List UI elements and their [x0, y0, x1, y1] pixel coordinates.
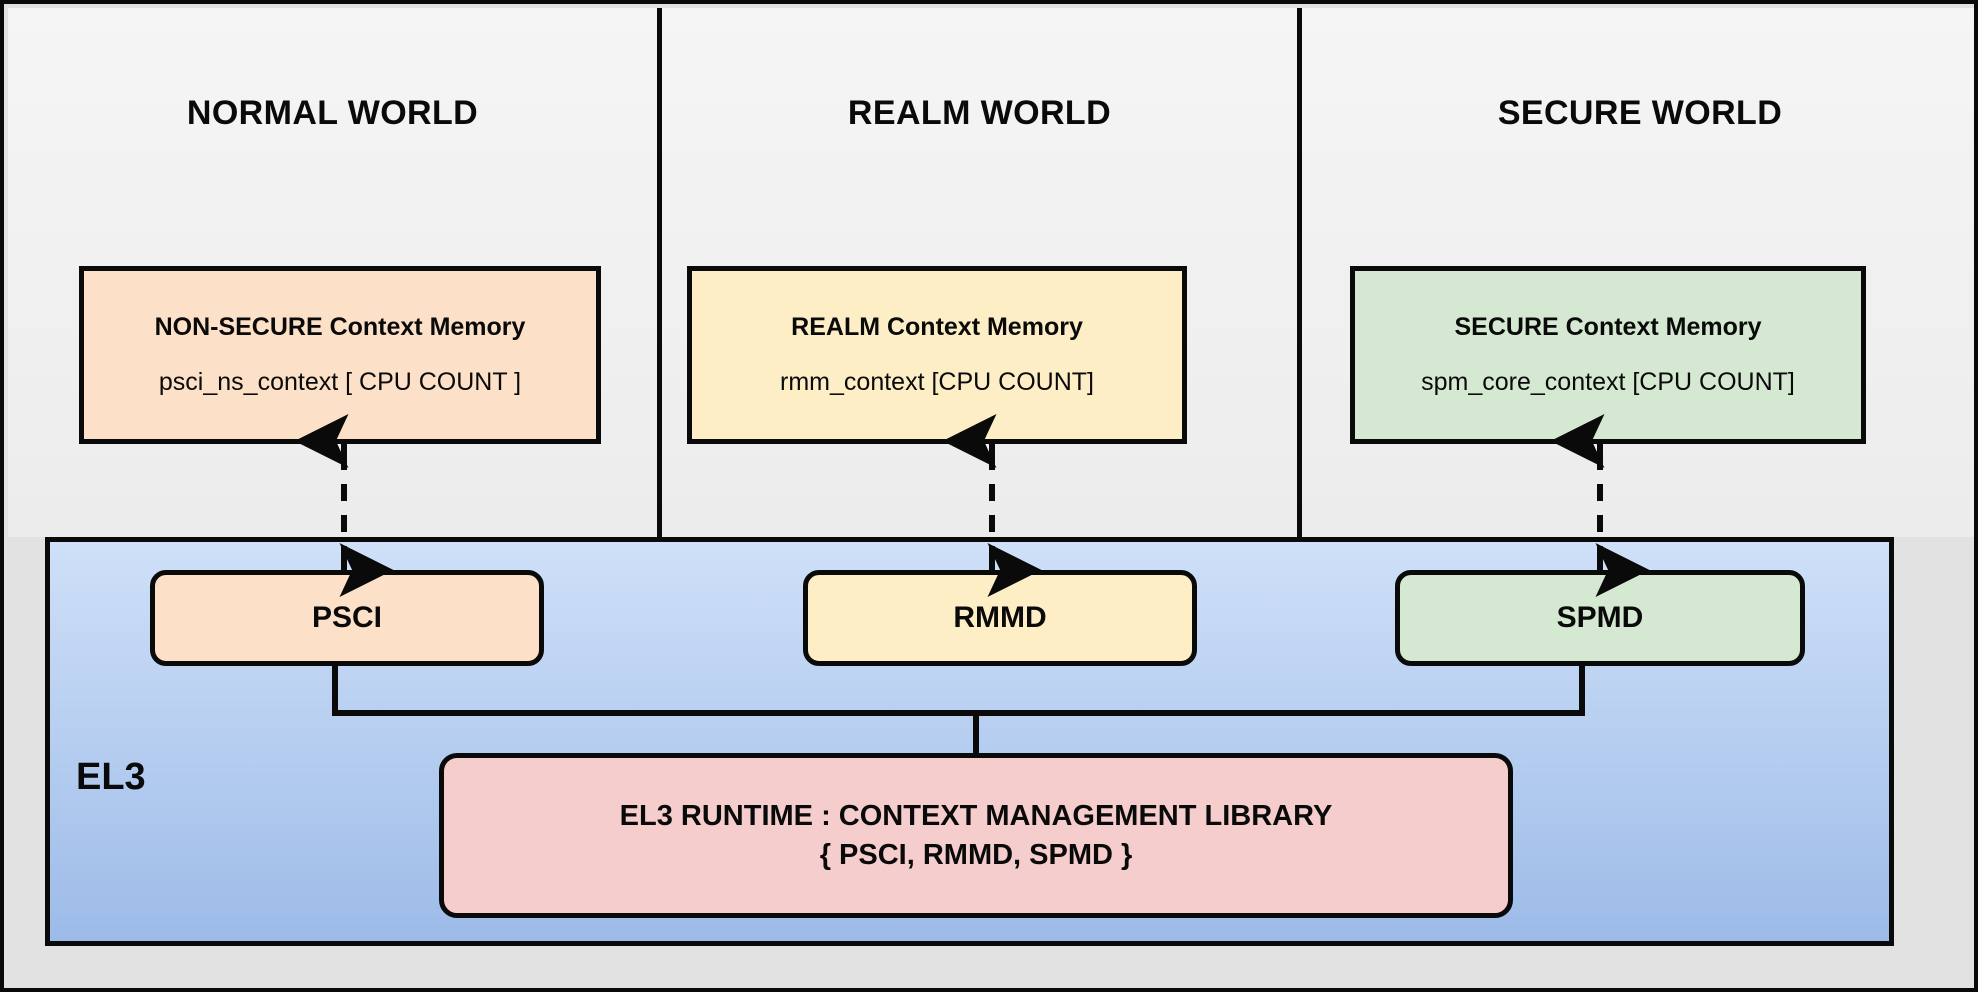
context-memory-code-normal: psci_ns_context [ CPU COUNT ]: [158, 368, 522, 396]
context-memory-code-realm: rmm_context [CPU COUNT]: [780, 368, 1094, 396]
dispatcher-box-psci[interactable]: PSCI: [150, 570, 544, 666]
runtime-line-1: EL3 RUNTIME : CONTEXT MANAGEMENT LIBRARY: [619, 800, 1333, 833]
world-divider-left: [657, 8, 662, 537]
context-memory-code-secure: spm_core_context [CPU COUNT]: [1421, 368, 1795, 396]
dispatcher-box-spmd[interactable]: SPMD: [1395, 570, 1805, 666]
dispatcher-box-rmmd[interactable]: RMMD: [803, 570, 1197, 666]
el3-runtime-context-management-box[interactable]: EL3 RUNTIME : CONTEXT MANAGEMENT LIBRARY…: [439, 753, 1513, 918]
runtime-line-2: { PSCI, RMMD, SPMD }: [819, 838, 1133, 871]
context-memory-box-normal: NON-SECURE Context Memory psci_ns_contex…: [79, 266, 601, 444]
context-memory-title-realm: REALM Context Memory: [791, 313, 1083, 341]
context-memory-box-realm: REALM Context Memory rmm_context [CPU CO…: [687, 266, 1187, 444]
world-title-secure: SECURE WORLD: [1497, 94, 1783, 132]
el3-label: EL3: [76, 756, 146, 798]
world-column-normal: NORMAL WORLD NON-SECURE Context Memory p…: [8, 8, 657, 537]
worlds-strip: NORMAL WORLD NON-SECURE Context Memory p…: [8, 8, 1974, 537]
world-title-normal: NORMAL WORLD: [186, 94, 479, 132]
world-column-realm: REALM WORLD REALM Context Memory rmm_con…: [662, 8, 1297, 537]
world-divider-right: [1297, 8, 1302, 537]
context-memory-title-secure: SECURE Context Memory: [1454, 313, 1762, 341]
context-memory-box-secure: SECURE Context Memory spm_core_context […: [1350, 266, 1866, 444]
context-memory-title-normal: NON-SECURE Context Memory: [154, 313, 526, 341]
world-column-secure: SECURE WORLD SECURE Context Memory spm_c…: [1302, 8, 1974, 537]
world-title-realm: REALM WORLD: [847, 94, 1112, 132]
